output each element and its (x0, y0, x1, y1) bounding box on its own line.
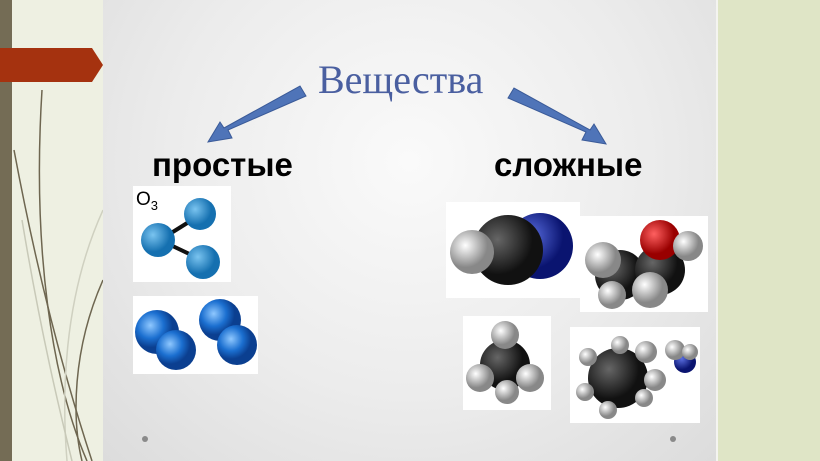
slide-title: Вещества (318, 57, 484, 102)
arrow-right (507, 87, 607, 145)
diatomic-molecules (135, 299, 257, 370)
hcn-molecule (450, 213, 573, 285)
title-banner (0, 48, 103, 82)
slide-dot (142, 436, 148, 442)
slide-dot (670, 436, 676, 442)
arrow-left (207, 85, 307, 143)
simple-label: простые (152, 146, 293, 183)
grass-decoration (13, 89, 103, 461)
o3-label: O3 (136, 189, 159, 213)
ethanol-molecule (585, 220, 703, 309)
methane-molecule (466, 321, 544, 404)
phenethylamine-molecule (576, 336, 698, 419)
decor-strip (0, 0, 12, 461)
ozone-molecule (141, 198, 220, 279)
right-decor-panel (716, 0, 820, 461)
complex-label: сложные (494, 146, 643, 183)
